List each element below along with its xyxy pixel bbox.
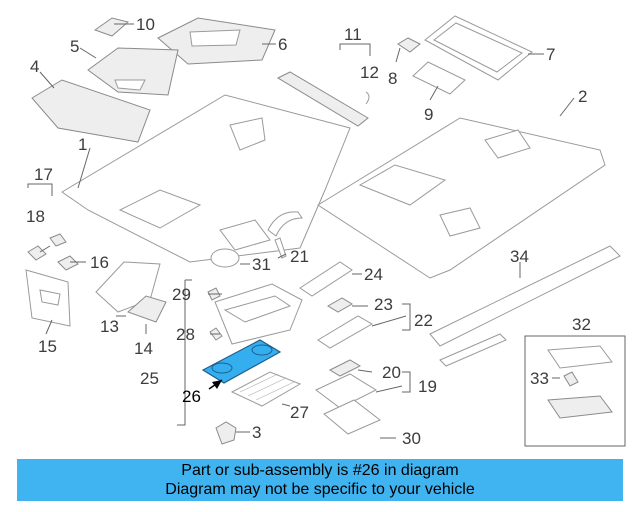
part-27-mesh	[230, 371, 302, 407]
part-16-18-clips	[27, 233, 79, 271]
part-26-highlighted[interactable]	[201, 339, 282, 384]
callout-27: 27	[290, 403, 309, 422]
part-31-shape	[210, 248, 240, 268]
part-5-panel	[87, 47, 179, 96]
callout-11: 11	[344, 25, 362, 44]
callout-22: 22	[414, 311, 433, 330]
part-6-panel	[157, 17, 276, 65]
bracket-lines	[27, 43, 584, 393]
info-banner: Part or sub-assembly is #26 in diagram D…	[17, 459, 623, 501]
callout-23: 23	[374, 295, 393, 314]
callout-14: 14	[134, 339, 153, 358]
part-10-shape	[93, 17, 130, 37]
part-24-shape	[299, 261, 353, 297]
part-7-frame	[424, 15, 533, 81]
callout-19: 19	[418, 377, 437, 396]
part-22-shape	[317, 315, 374, 349]
callout-5: 5	[70, 37, 79, 56]
banner-line-2: Diagram may not be specific to your vehi…	[165, 481, 475, 498]
callout-25: 25	[140, 369, 159, 388]
callout-10: 10	[136, 15, 155, 34]
part-3-shape	[215, 421, 237, 445]
callout-17: 17	[34, 165, 53, 184]
overhead-console	[214, 283, 303, 345]
callout-30: 30	[402, 429, 421, 448]
callout-24: 24	[364, 265, 383, 284]
callout-3: 3	[252, 423, 261, 442]
part-19-shape	[315, 373, 378, 409]
part-21-grip	[267, 211, 303, 259]
part-23-shape	[327, 297, 353, 313]
part-26-arrow[interactable]	[208, 379, 223, 390]
part-15-sun-visor	[25, 269, 71, 327]
part-14-shape	[127, 295, 167, 323]
callout-18: 18	[26, 207, 45, 226]
callout-29: 29	[172, 285, 191, 304]
part-34-trim	[429, 245, 621, 367]
callout-20: 20	[382, 363, 401, 382]
callout-31: 31	[252, 255, 271, 274]
part-2-headliner	[317, 117, 606, 279]
callout-2: 2	[578, 87, 587, 106]
callout-9: 9	[424, 105, 433, 124]
callout-7: 7	[546, 45, 555, 64]
part-8-shape	[397, 37, 421, 53]
callout-4: 4	[30, 57, 39, 76]
leader-lines	[39, 23, 575, 439]
callout-32: 32	[572, 315, 591, 334]
callout-13: 13	[100, 317, 119, 336]
callout-34: 34	[510, 247, 529, 266]
part-4-panel	[31, 79, 151, 143]
callout-26: 26	[182, 387, 201, 406]
callout-6: 6	[278, 35, 287, 54]
banner-line-1: Part or sub-assembly is #26 in diagram	[181, 462, 459, 479]
part-20-shape	[328, 359, 362, 377]
callout-21: 21	[290, 247, 309, 266]
callout-15: 15	[38, 337, 57, 356]
part-25-bracket	[177, 279, 192, 426]
part-9-shape	[412, 61, 466, 95]
callout-labels: 1 2 3 4 5 6 7 8 9 10 11 12 13 14 15 16 1…	[26, 15, 591, 448]
callout-33: 33	[530, 369, 549, 388]
callout-16: 16	[90, 253, 109, 272]
part-30-shape	[323, 399, 381, 435]
callout-1: 1	[78, 135, 87, 154]
callout-28: 28	[176, 325, 195, 344]
part-11-rail	[276, 71, 370, 127]
callout-12: 12	[360, 63, 379, 82]
part-32-box	[524, 335, 626, 447]
callout-8: 8	[388, 69, 397, 88]
